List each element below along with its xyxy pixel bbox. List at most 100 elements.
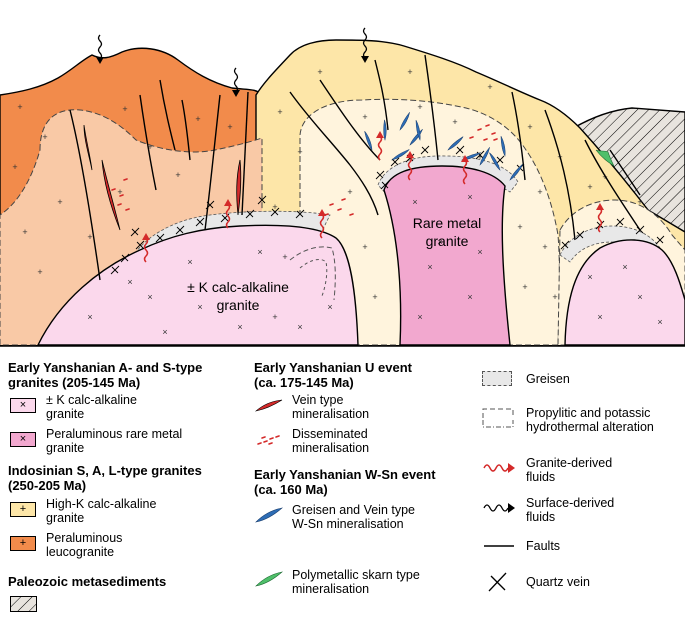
vein-u-icon bbox=[254, 399, 283, 412]
svg-text:×: × bbox=[467, 292, 472, 302]
granite-texture-symbols: ++++++++++++++++++++++++++++++++++++++××… bbox=[12, 67, 662, 337]
svg-text:+: + bbox=[42, 132, 47, 142]
legend-wsn-event-title: Early Yanshanian W-Sn event(ca. 160 Ma) bbox=[254, 467, 436, 497]
disseminated-u-mineralisation bbox=[111, 124, 498, 216]
svg-text:+: + bbox=[37, 267, 42, 277]
svg-text:+: + bbox=[175, 170, 180, 180]
disseminated-u-icon bbox=[257, 435, 280, 445]
svg-text:+: + bbox=[587, 182, 592, 192]
swatch-metasediments bbox=[10, 596, 37, 612]
svg-text:×: × bbox=[417, 312, 422, 322]
k-calc-alkaline-granite-unit-right bbox=[564, 239, 685, 346]
k-calc-alkaline-granite-label: ± K calc-alkaline bbox=[187, 279, 289, 295]
swatch-greisen bbox=[482, 371, 512, 386]
svg-text:+: + bbox=[417, 102, 422, 112]
svg-text:×: × bbox=[437, 237, 442, 247]
svg-text:+: + bbox=[362, 112, 367, 122]
fault-line-icon bbox=[484, 545, 514, 547]
svg-text:×: × bbox=[327, 302, 332, 312]
svg-text:+: + bbox=[87, 232, 92, 242]
legend-faults: Faults bbox=[526, 539, 561, 553]
rare-metal-granite-unit bbox=[383, 165, 511, 346]
svg-text:+: + bbox=[195, 114, 200, 124]
swatch-k-calc-alkaline-granite: × bbox=[10, 398, 36, 413]
surface-fluid-icon bbox=[483, 503, 515, 513]
svg-text:+: + bbox=[362, 242, 367, 252]
svg-text:×: × bbox=[237, 322, 242, 332]
svg-text:×: × bbox=[622, 262, 627, 272]
svg-text:×: × bbox=[162, 327, 167, 337]
svg-text:×: × bbox=[587, 272, 592, 282]
svg-text:×: × bbox=[427, 262, 432, 272]
svg-text:+: + bbox=[227, 122, 232, 132]
legend-quartz-vein: Quartz vein bbox=[526, 575, 590, 589]
svg-text:+: + bbox=[477, 152, 482, 162]
k-calc-alkaline-granite-label-line2: granite bbox=[217, 297, 260, 313]
svg-text:×: × bbox=[637, 292, 642, 302]
legend-group3-title: Paleozoic metasediments bbox=[8, 574, 167, 589]
svg-text:×: × bbox=[467, 192, 472, 202]
quartz-vein-icon bbox=[488, 572, 507, 592]
swatch-rare-metal-granite: × bbox=[10, 432, 36, 447]
svg-text:+: + bbox=[637, 197, 642, 207]
legend-u-event-title: Early Yanshanian U event(ca. 175-145 Ma) bbox=[254, 360, 412, 390]
svg-text:×: × bbox=[412, 197, 417, 207]
svg-text:×: × bbox=[187, 257, 192, 267]
quartz-vein-marks bbox=[110, 145, 665, 275]
rare-metal-granite-label: Rare metal bbox=[413, 215, 481, 231]
svg-text:+: + bbox=[407, 67, 412, 77]
svg-text:+: + bbox=[517, 222, 522, 232]
swatch-leucogranite: + bbox=[10, 536, 36, 551]
faults bbox=[69, 54, 641, 281]
svg-text:+: + bbox=[372, 292, 377, 302]
svg-text:+: + bbox=[542, 242, 547, 252]
svg-text:+: + bbox=[277, 107, 282, 117]
granite-derived-fluid-arrows bbox=[142, 131, 604, 263]
rare-metal-granite-label-line2: granite bbox=[426, 233, 469, 249]
k-calc-alkaline-granite-unit bbox=[36, 224, 359, 346]
polymetallic-skarn-mineralisation bbox=[595, 149, 615, 167]
surface-derived-fluid-arrows bbox=[96, 27, 369, 97]
skarn-icon bbox=[255, 571, 284, 587]
u-vein-mineralisation bbox=[83, 124, 242, 231]
w-sn-vein-icon bbox=[255, 507, 284, 523]
svg-text:×: × bbox=[197, 302, 202, 312]
svg-text:+: + bbox=[347, 187, 352, 197]
svg-text:+: + bbox=[57, 197, 62, 207]
alteration-outline-icon bbox=[482, 408, 514, 428]
svg-text:×: × bbox=[257, 247, 262, 257]
svg-text:+: + bbox=[12, 162, 17, 172]
svg-text:+: + bbox=[537, 187, 542, 197]
svg-text:×: × bbox=[147, 292, 152, 302]
svg-text:+: + bbox=[527, 122, 532, 132]
svg-text:+: + bbox=[452, 117, 457, 127]
svg-text:×: × bbox=[657, 317, 662, 327]
greisen-zone-right bbox=[559, 225, 661, 263]
legend-greisen: Greisen bbox=[526, 372, 570, 386]
w-sn-vein-mineralisation bbox=[364, 112, 523, 181]
svg-text:+: + bbox=[282, 252, 287, 262]
svg-text:+: + bbox=[17, 102, 22, 112]
legend-group2-title: Indosinian S, A, L-type granites(250-205… bbox=[8, 463, 202, 493]
svg-text:+: + bbox=[22, 227, 27, 237]
svg-text:+: + bbox=[522, 282, 527, 292]
svg-text:+: + bbox=[272, 312, 277, 322]
svg-text:+: + bbox=[272, 202, 277, 212]
svg-text:×: × bbox=[297, 322, 302, 332]
svg-text:+: + bbox=[297, 147, 302, 157]
svg-text:×: × bbox=[127, 277, 132, 287]
svg-text:×: × bbox=[597, 312, 602, 322]
svg-text:+: + bbox=[487, 82, 492, 92]
svg-text:+: + bbox=[552, 292, 557, 302]
alteration-dashed-outline-1 bbox=[289, 246, 336, 301]
